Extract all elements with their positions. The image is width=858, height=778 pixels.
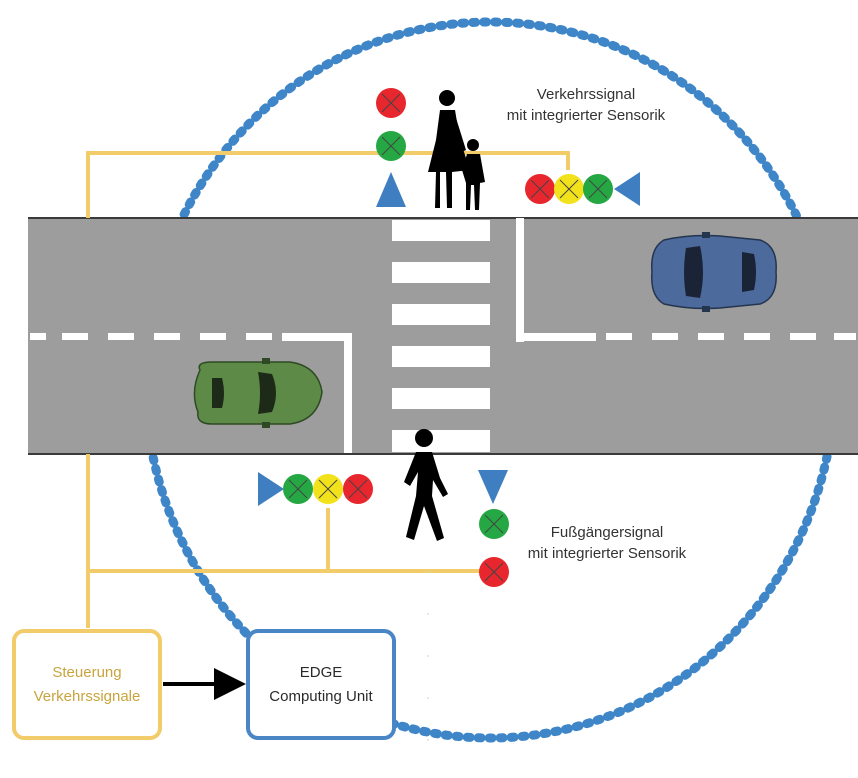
control-unit-box: Steuerung Verkehrssignale — [12, 629, 162, 740]
crosswalk — [392, 220, 490, 452]
pedestrian-signal-label-line1: Fußgängersignal — [550, 524, 664, 541]
control-unit-label-line2: Verkehrssignale — [33, 687, 141, 705]
vehicle-signal-label-line2: mit integrierter Sensorik — [506, 107, 666, 124]
pedestrian-signal-label-line2: mit integrierter Sensorik — [527, 545, 687, 562]
signal-wiring — [86, 151, 570, 775]
sensor-icon — [478, 470, 508, 504]
pedestrian-walking-icon — [404, 429, 448, 541]
pedestrian-signal-vertical — [478, 470, 509, 587]
road — [28, 217, 858, 455]
pedestrian-signal-label: Fußgängersignal mit integrierter Sensori… — [512, 522, 702, 564]
vehicle-signal-label: Verkehrssignal mit integrierter Sensorik — [488, 84, 684, 126]
vehicle-signal-horizontal — [525, 172, 640, 206]
edge-computing-label-line2: Computing Unit — [269, 687, 373, 705]
edge-computing-box: EDGE Computing Unit — [246, 629, 396, 740]
edge-computing-label-line1: EDGE — [299, 663, 343, 681]
stop-lines — [282, 218, 596, 453]
green-car-icon — [193, 358, 323, 428]
control-unit-label-line1: Steuerung — [52, 663, 122, 681]
vehicle-signal-vertical — [376, 88, 406, 207]
sensor-icon — [376, 172, 406, 207]
blue-car-icon — [651, 232, 777, 312]
crossing-signal-horizontal — [258, 472, 373, 506]
sensor-icon — [614, 172, 640, 206]
vehicle-signal-label-line1: Verkehrssignal — [536, 86, 636, 103]
sensor-icon — [258, 472, 284, 506]
pedestrian-adult-child-icon — [428, 90, 485, 210]
